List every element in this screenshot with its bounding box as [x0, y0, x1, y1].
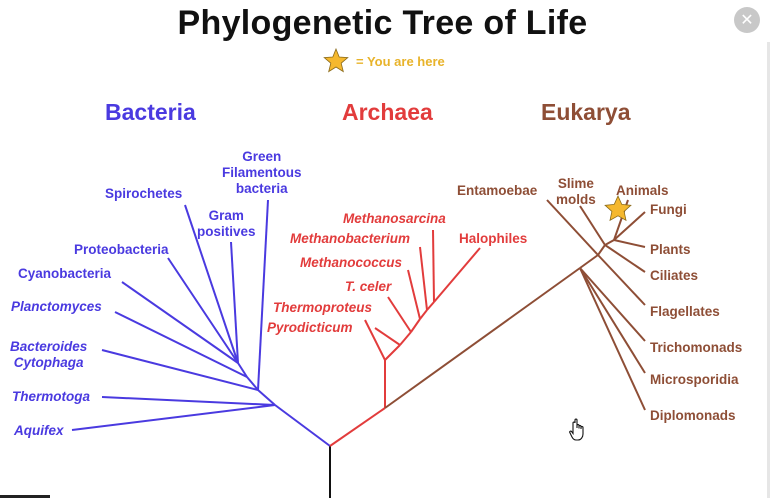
label-t-celer: T. celer [345, 279, 392, 294]
hand-cursor-icon [569, 418, 584, 441]
label-aquifex: Aquifex [14, 423, 64, 438]
label-pyrodicticum: Pyrodicticum [267, 320, 353, 335]
label-proteobacteria: Proteobacteria [74, 242, 169, 257]
domain-bacteria: Bacteria [105, 99, 196, 125]
label-trichomonads: Trichomonads [650, 340, 743, 355]
label-ciliates: Ciliates [650, 268, 699, 283]
label-microsporidia: Microsporidia [650, 372, 739, 387]
bacteria-branches [71, 199, 331, 447]
label-spirochetes: Spirochetes [105, 186, 183, 201]
archaea-branches [329, 229, 481, 447]
label-methanococcus: Methanococcus [300, 255, 403, 270]
label-methanosarcina: Methanosarcina [343, 211, 446, 226]
domain-archaea: Archaea [342, 99, 433, 125]
scrollbar-track[interactable] [767, 42, 770, 498]
label-flagellates: Flagellates [650, 304, 720, 319]
label-fungi: Fungi [650, 202, 687, 217]
label-slime-molds: Slime molds [556, 176, 596, 207]
label-green-filamentous-bacteria: Green Filamentous bacteria [222, 149, 302, 196]
label-thermoproteus: Thermoproteus [273, 300, 373, 315]
legend: = You are here [322, 46, 445, 76]
label-gram-positives: Gram positives [197, 208, 256, 239]
label-plants: Plants [650, 242, 691, 257]
page-title: Phylogenetic Tree of Life [177, 4, 588, 42]
you-are-here-star-icon [604, 195, 632, 222]
label-planctomyces: Planctomyces [11, 299, 102, 314]
legend-text: = You are here [356, 53, 445, 69]
label-halophiles: Halophiles [459, 231, 528, 246]
eukarya-branches [384, 199, 646, 411]
domain-eukarya: Eukarya [541, 99, 631, 125]
bottom-bar [0, 495, 50, 498]
star-icon [323, 47, 349, 73]
label-bacteroides-cytophaga: Bacteroides Cytophaga [10, 339, 88, 370]
label-methanobacterium: Methanobacterium [290, 231, 411, 246]
label-thermotoga: Thermotoga [12, 389, 91, 404]
close-button[interactable]: ✕ [734, 7, 760, 33]
label-animals: Animals [616, 183, 669, 198]
label-entamoebae: Entamoebae [457, 183, 538, 198]
label-cyanobacteria: Cyanobacteria [18, 266, 112, 281]
label-diplomonads: Diplomonads [650, 408, 736, 423]
close-icon: ✕ [740, 12, 754, 29]
